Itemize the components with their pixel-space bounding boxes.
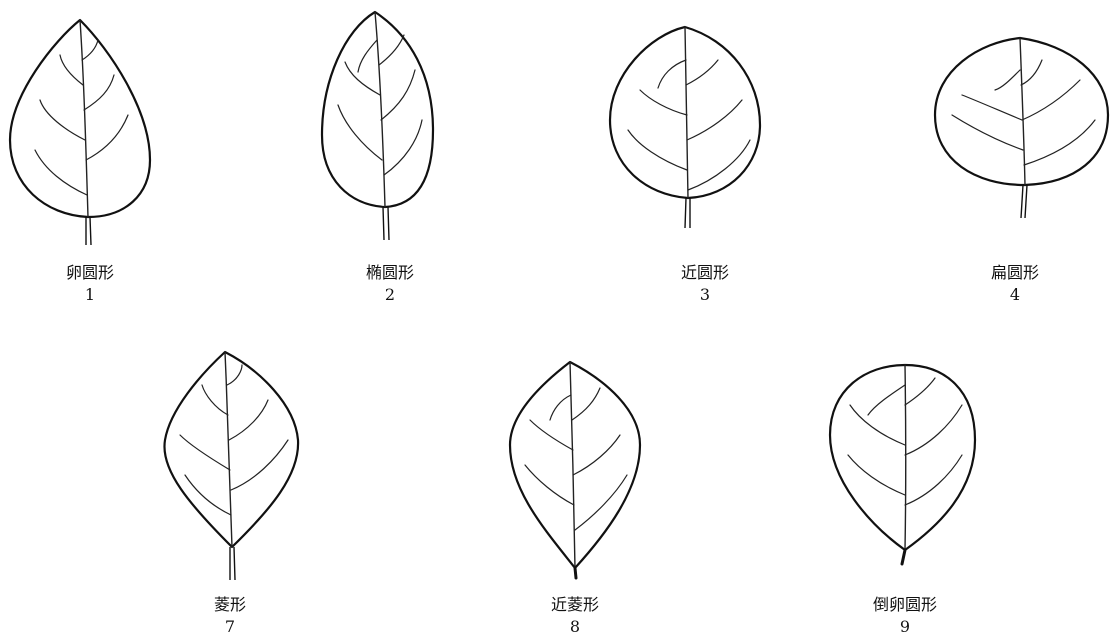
- leaf-name: 近菱形: [550, 595, 599, 614]
- leaf-name: 椭圆形: [365, 263, 414, 282]
- elliptic-leaf-icon: [320, 10, 435, 241]
- leaf-number: 9: [899, 617, 911, 636]
- leaf-figure-8: [495, 340, 675, 590]
- leaf-number: 2: [384, 285, 396, 304]
- subrhombic-leaf-icon: [508, 360, 642, 580]
- leaf-figure-4: [920, 0, 1114, 250]
- leaf-number: 3: [699, 285, 711, 304]
- leaf-figure-7: [150, 340, 330, 590]
- leaf-name: 卵圆形: [65, 263, 114, 282]
- oblate-leaf-icon: [933, 36, 1110, 219]
- leaf-figure-2: [300, 0, 480, 250]
- ovate-leaf-icon: [8, 18, 152, 246]
- leaf-number: 7: [224, 617, 236, 636]
- leaf-number: 4: [1009, 285, 1021, 304]
- leaf-caption-1: 卵圆形 1: [10, 262, 170, 306]
- leaf-number: 1: [84, 285, 96, 304]
- leaf-name: 扁圆形: [990, 263, 1039, 282]
- leaf-figure-3: [600, 0, 780, 250]
- rhombic-leaf-icon: [163, 350, 300, 581]
- orbicular-leaf-icon: [608, 25, 762, 229]
- leaf-number: 8: [569, 617, 581, 636]
- leaf-name: 倒卵圆形: [872, 595, 937, 614]
- leaf-caption-9: 倒卵圆形 9: [825, 594, 985, 638]
- obovate-leaf-icon: [828, 363, 977, 566]
- leaf-caption-8: 近菱形 8: [495, 594, 655, 638]
- leaf-caption-4: 扁圆形 4: [935, 262, 1095, 306]
- leaf-figure-9: [820, 340, 1000, 590]
- leaf-figure-1: [0, 0, 180, 250]
- leaf-name: 菱形: [213, 595, 246, 614]
- leaf-caption-2: 椭圆形 2: [310, 262, 470, 306]
- leaf-caption-3: 近圆形 3: [625, 262, 785, 306]
- leaf-name: 近圆形: [680, 263, 729, 282]
- leaf-caption-7: 菱形 7: [150, 594, 310, 638]
